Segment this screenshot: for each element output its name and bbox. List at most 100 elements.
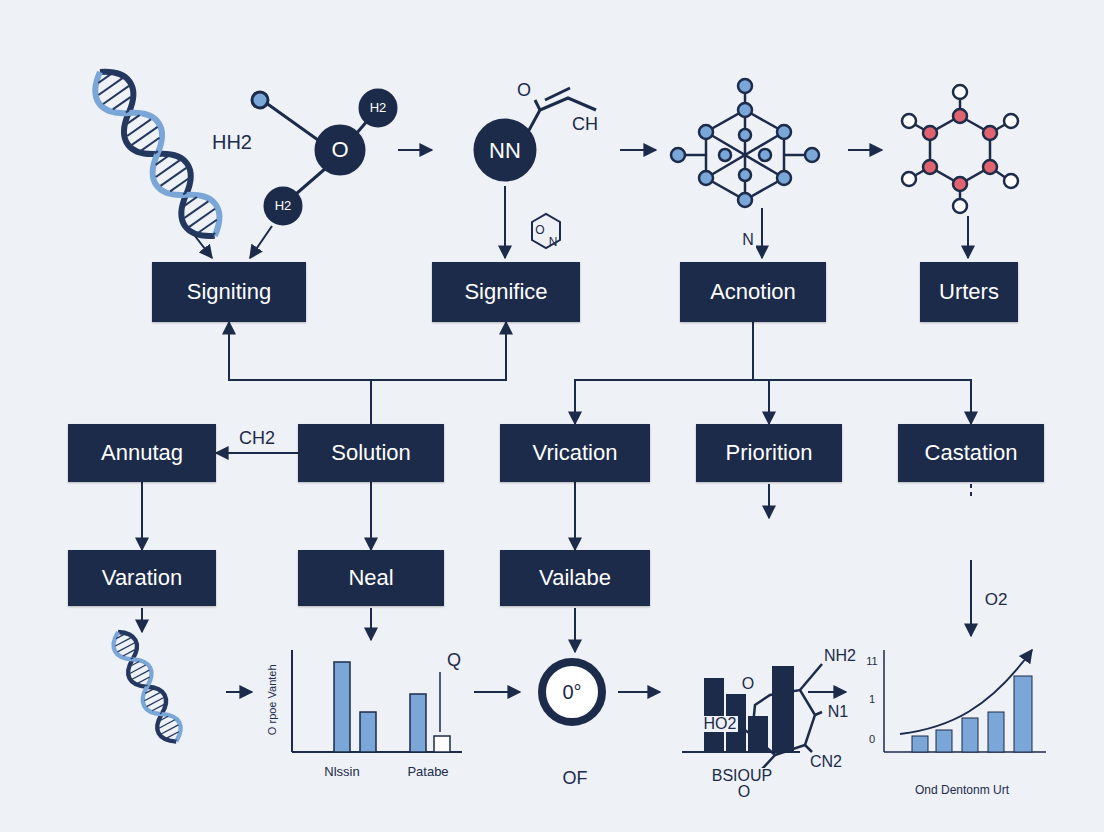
- helix-rung: [184, 197, 197, 206]
- helix-rung: [199, 220, 217, 233]
- chem-label: 1: [867, 694, 877, 706]
- chem-label: HH2: [210, 132, 254, 153]
- helix-rung: [123, 650, 135, 656]
- helix-rung: [160, 712, 162, 713]
- chem-label: O: [533, 224, 546, 237]
- flow-connector: [575, 322, 753, 424]
- chem-label: OF: [561, 769, 590, 788]
- helix-rung: [126, 110, 129, 112]
- bar-chart: [682, 666, 800, 752]
- line-chart: [884, 650, 1046, 752]
- helix-rung: [127, 115, 140, 124]
- chem-label: 11: [864, 656, 879, 668]
- network-molecule: [671, 79, 819, 207]
- helix-rung: [183, 192, 186, 194]
- process-box: Varation: [68, 550, 216, 606]
- chem-label: O rpoe Vanteh: [266, 663, 278, 738]
- helix-rung: [115, 638, 131, 646]
- chem-label: CH: [570, 115, 600, 134]
- helix-rung: [160, 716, 168, 720]
- helix-rung: [170, 179, 188, 192]
- dna-helix: [108, 627, 187, 747]
- flow-connector: [141, 482, 143, 550]
- box-label: Castation: [925, 441, 1018, 465]
- helix-rung: [131, 662, 139, 666]
- chem-label: Ond Dentonm Urt: [913, 784, 1011, 797]
- helix-rung: [145, 689, 153, 693]
- chem-label: O: [329, 138, 350, 161]
- chem-label: N1: [826, 704, 850, 721]
- flow-connector: [370, 482, 372, 550]
- process-box: Castation: [898, 424, 1044, 482]
- box-label: Solution: [331, 441, 411, 465]
- flow-connector: [216, 452, 298, 454]
- helix-rung: [142, 138, 160, 151]
- box-label: Neal: [348, 566, 393, 590]
- chem-label: Patabe: [405, 765, 450, 779]
- bar-chart: [292, 650, 462, 752]
- process-box: Neal: [298, 550, 444, 606]
- process-box: Solution: [298, 424, 444, 482]
- helix-rung: [155, 151, 158, 153]
- box-label: Significe: [464, 280, 547, 304]
- process-box: Significe: [432, 262, 580, 322]
- box-label: Priorition: [726, 441, 813, 465]
- helix-rung: [156, 156, 169, 165]
- chem-label: 0: [867, 734, 877, 746]
- helix-rung: [159, 720, 175, 728]
- process-box: Vrication: [500, 424, 650, 482]
- chem-label: CN2: [808, 754, 844, 771]
- flow-connector: [229, 322, 371, 424]
- helix-rung: [138, 677, 150, 683]
- helix-rung: [212, 233, 215, 235]
- chem-label: O: [740, 676, 756, 693]
- box-label: Urters: [939, 280, 999, 304]
- chem-label: NH2: [822, 648, 858, 665]
- molecule: [252, 90, 396, 224]
- helix-rung: [145, 685, 147, 686]
- chem-label: N: [547, 236, 560, 249]
- leader-arrow: [142, 150, 971, 692]
- helix-rung: [130, 665, 146, 673]
- process-box: Priorition: [696, 424, 842, 482]
- dna-helix: [85, 61, 230, 246]
- process-box: Annutag: [68, 424, 216, 482]
- helix-rung: [152, 704, 164, 710]
- process-box: Acnotion: [680, 262, 826, 322]
- helix-rung: [167, 732, 179, 738]
- chem-label: Nlssin: [322, 765, 361, 779]
- process-box: Urters: [920, 262, 1018, 322]
- box-label: Varation: [102, 566, 182, 590]
- box-label: Vrication: [533, 441, 618, 465]
- chem-label: NN: [487, 139, 523, 162]
- chem-label: H2: [273, 199, 294, 213]
- edge-label: CH2: [236, 429, 278, 449]
- helix-rung: [116, 634, 124, 638]
- chem-label: BSIOUP: [710, 768, 774, 785]
- helix-rung: [113, 97, 131, 110]
- chem-label: N: [740, 232, 756, 249]
- chem-label: 0°: [560, 682, 583, 703]
- box-label: Signiting: [187, 280, 271, 304]
- ring-symbol: [542, 662, 602, 722]
- box-label: Annutag: [101, 441, 183, 465]
- flow-connector: [574, 482, 576, 550]
- flow-connector: [753, 322, 971, 424]
- box-label: Acnotion: [710, 280, 796, 304]
- ring-molecule: [902, 85, 1018, 213]
- helix-rung: [175, 740, 177, 741]
- box-label: Vailabe: [539, 566, 611, 590]
- chem-label: O: [736, 784, 752, 801]
- chem-label: HO2: [702, 716, 739, 733]
- chem-label: Q: [445, 651, 463, 670]
- flow-connector: [753, 322, 769, 424]
- flow-connector: [371, 322, 506, 424]
- chem-label: O2: [983, 591, 1010, 609]
- process-box: Vailabe: [500, 550, 650, 606]
- helix-rung: [131, 658, 133, 659]
- process-box: Signiting: [152, 262, 306, 322]
- chem-label: H2: [368, 101, 389, 115]
- helix-rung: [144, 692, 160, 700]
